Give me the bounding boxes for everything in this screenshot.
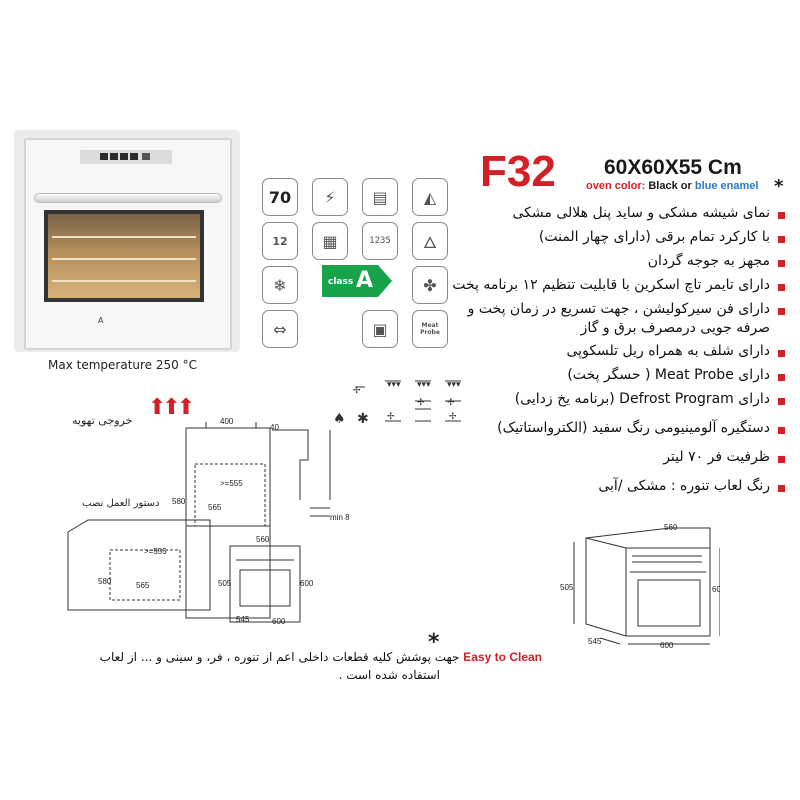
bullet bbox=[778, 284, 785, 291]
oven-door-handle bbox=[34, 193, 222, 203]
heating-element-icon: ⚡ bbox=[312, 178, 348, 216]
bullet bbox=[778, 456, 785, 463]
svg-text:✢: ✢ bbox=[449, 412, 457, 422]
feature-item: دارای شلف به همراه ریل تلسکوپی bbox=[566, 343, 770, 359]
svg-text:✢: ✢ bbox=[353, 386, 361, 396]
feature-item: صرفه جویی درمصرف برق و گاز bbox=[580, 320, 770, 336]
dim-oven-width: 560 bbox=[256, 535, 270, 544]
dim-oven-depth: 545 bbox=[236, 615, 250, 624]
oven-dimension-diagram: 560 505 600 545 600 bbox=[560, 523, 720, 650]
model-number: F32 bbox=[480, 147, 556, 196]
installation-diagram: 400 40 580 >=555 565 580 >=555 565 min 8… bbox=[67, 417, 350, 626]
asterisk-mark: * bbox=[774, 176, 784, 197]
telescopic-rail-icon: ⇔ bbox=[262, 310, 298, 348]
bullet bbox=[778, 427, 785, 434]
bullet bbox=[778, 374, 785, 381]
bullet bbox=[778, 212, 785, 219]
footer-asterisk: * bbox=[428, 630, 440, 655]
oven-color-line: oven color: Black or blue enamel bbox=[586, 180, 759, 192]
bullet bbox=[778, 398, 785, 405]
dim-oven-front: 600 bbox=[272, 617, 286, 626]
install-instructions-label: دستور العمل نصب bbox=[82, 498, 160, 509]
dim-cab-height: 580 bbox=[172, 497, 186, 506]
dim-r-top: 560 bbox=[664, 523, 678, 532]
feature-item: نمای شیشه مشکی و ساید پنل هلالی مشکی bbox=[512, 205, 771, 221]
energy-class-badge: class A bbox=[322, 265, 392, 297]
dim-inner-width: 565 bbox=[208, 503, 222, 512]
dim-base-depth: >=555 bbox=[144, 547, 167, 556]
svg-text:▾▾▾: ▾▾▾ bbox=[447, 380, 461, 390]
cooking-mode-symbols: ✢ ▾▾▾ ▾▾▾ ▾▾▾ ✢ ✢ ♠ ✱ ✢ ✢ bbox=[333, 380, 461, 427]
feature-item: مجهز به جوجه گردان bbox=[647, 253, 770, 269]
oven-rack bbox=[52, 236, 196, 238]
capacity-icon: 70 bbox=[262, 178, 298, 216]
svg-text:✱: ✱ bbox=[357, 411, 369, 427]
oven-door-window bbox=[44, 210, 204, 302]
oven-mode-icon: ▤ bbox=[362, 178, 398, 216]
dim-top-width: 400 bbox=[220, 417, 234, 426]
feature-item: دستگیره آلومینیومی رنگ سفید (الکترواستات… bbox=[497, 420, 770, 436]
dim-inner-depth: >=555 bbox=[220, 479, 243, 488]
bullet bbox=[778, 485, 785, 492]
oven-dimensions: 60X60X55 Cm bbox=[604, 156, 742, 179]
oven-rack bbox=[52, 280, 196, 282]
feature-item: دارای فن سیرکولیشن ، جهت تسریع در زمان پ… bbox=[467, 301, 770, 317]
programs-icon: 12 bbox=[262, 222, 298, 260]
oven-control-display bbox=[80, 150, 172, 164]
dim-oven-height: 600 bbox=[300, 579, 314, 588]
footer-line-2: استفاده شده است . bbox=[338, 668, 440, 682]
svg-text:▾▾▾: ▾▾▾ bbox=[417, 380, 431, 390]
dim-top-gap: 40 bbox=[270, 423, 279, 432]
dim-base-width: 565 bbox=[136, 581, 150, 590]
footer-line-1: Easy to Clean جهت پوشش کلیه قطعات داخلی … bbox=[99, 650, 542, 664]
svg-text:▾▾▾: ▾▾▾ bbox=[387, 380, 401, 390]
dim-r-right: 600 bbox=[712, 585, 720, 594]
meat-probe-icon: Meat Probe bbox=[412, 310, 448, 348]
feature-item: رنگ لعاب تنوره : مشکی /آبی bbox=[598, 478, 770, 494]
oven-rack bbox=[52, 258, 196, 260]
ventilation-label: خروجی تهویه bbox=[72, 414, 133, 427]
svg-text:✢: ✢ bbox=[447, 398, 455, 408]
rotisserie-icon: ◭ bbox=[412, 178, 448, 216]
bullet bbox=[778, 350, 785, 357]
defrost-icon: ❄ bbox=[262, 266, 298, 304]
bullet bbox=[778, 308, 785, 315]
dim-min-gap: min 8 bbox=[330, 513, 350, 522]
dim-r-width: 600 bbox=[660, 641, 674, 650]
svg-text:✢: ✢ bbox=[417, 398, 425, 408]
svg-text:♠: ♠ bbox=[333, 411, 346, 427]
timer-icon: 1235 bbox=[362, 222, 398, 260]
svg-text:✢: ✢ bbox=[387, 412, 395, 422]
dim-r-depth: 545 bbox=[588, 637, 602, 646]
grill-icon: ▦ bbox=[312, 222, 348, 260]
black-glass-icon: ▣ bbox=[362, 310, 398, 348]
feature-item: با کارکرد تمام برقی (دارای چهار المنت) bbox=[538, 229, 770, 245]
easy-to-clean-brand: Easy to Clean bbox=[463, 650, 542, 664]
feature-item: دارای تایمر تاچ اسکرین با قابلیت تنظیم ۱… bbox=[452, 277, 770, 293]
dim-oven-side: 505 bbox=[218, 579, 232, 588]
feature-item: دارای Defrost Program (برنامه یخ زدایی) bbox=[514, 391, 770, 407]
fan-icon: ✤ bbox=[412, 266, 448, 304]
ventilation-arrows-icon: ⬆⬆⬆ bbox=[148, 395, 195, 420]
oven-logo: A bbox=[98, 316, 104, 325]
max-temperature-caption: Max temperature 250 °C bbox=[48, 358, 197, 372]
feature-item: ظرفیت فر ۷۰ لیتر bbox=[663, 449, 770, 465]
bullet bbox=[778, 236, 785, 243]
bullet bbox=[778, 260, 785, 267]
gas-flame-icon: 🜂 bbox=[412, 222, 448, 260]
dim-r-left: 505 bbox=[560, 583, 574, 592]
feature-item: دارای Meat Probe ( حسگر پخت) bbox=[567, 367, 770, 383]
dim-base-height: 580 bbox=[98, 577, 112, 586]
